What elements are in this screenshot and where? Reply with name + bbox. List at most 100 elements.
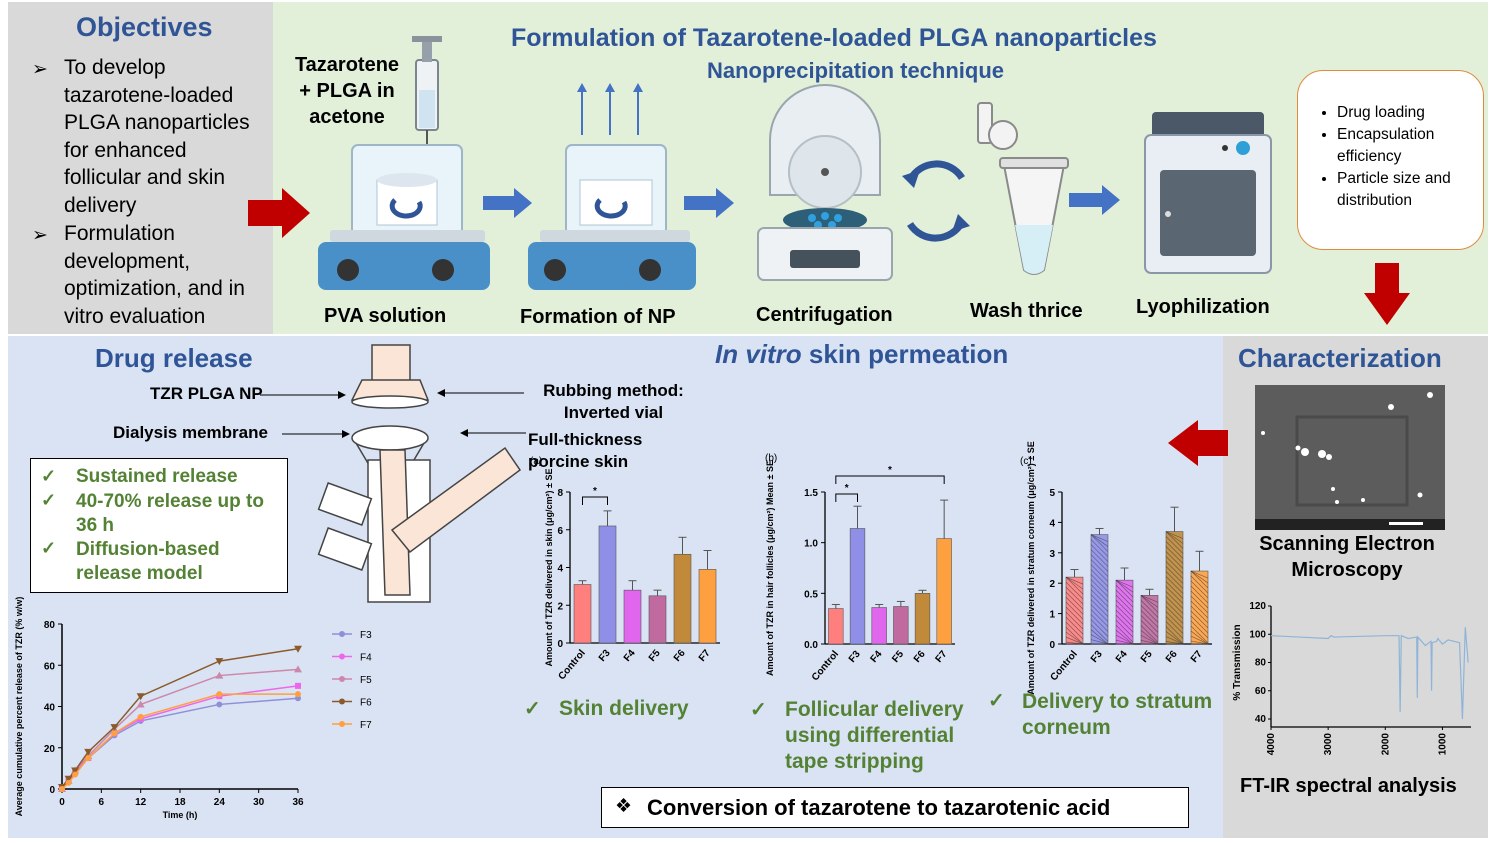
bar-hatch [1090, 619, 1109, 637]
bar-hatch [1090, 554, 1109, 572]
y-tick-label: 60 [1255, 686, 1267, 697]
x-tick-label: 2000 [1380, 733, 1391, 756]
centrifuge-icon [757, 84, 893, 281]
panel-label: (c) [1020, 456, 1032, 467]
bar-hatch [1190, 570, 1209, 584]
y-tick-label: 6 [557, 526, 563, 537]
red-arrow-icon [1364, 263, 1410, 325]
bar-hatch [1090, 534, 1109, 552]
x-tick-label: F5 [890, 649, 906, 665]
bar-hatch [1165, 566, 1184, 584]
y-axis-label: Amount of TZR in hair follicles (μg/cm²)… [765, 460, 775, 676]
x-tick-label: F7 [934, 649, 950, 665]
objectives-title: Objectives [76, 12, 213, 42]
data-point [295, 682, 301, 689]
bar-hatch [1165, 591, 1184, 609]
y-tick-label: 100 [1249, 629, 1266, 640]
conversion-text: Conversion of tazarotene to tazarotenic … [647, 795, 1111, 820]
y-tick-label: 80 [44, 620, 56, 631]
x-tick-label: 24 [214, 797, 226, 808]
bar-hatch [1090, 534, 1109, 547]
finding-item: Skin delivery [559, 697, 689, 720]
bar-hatch [1140, 595, 1159, 613]
finding-item: Delivery to stratum corneum [1022, 690, 1213, 739]
legend-label: F3 [360, 630, 372, 641]
y-tick-label: 20 [44, 744, 56, 755]
finding-item: Diffusion-based release model [76, 539, 220, 584]
bar-F5 [893, 606, 909, 645]
x-tick-label: Control [810, 649, 841, 683]
step-label-lyophilization: Lyophilization [1136, 296, 1270, 318]
bar-hatch [1115, 619, 1134, 638]
y-axis-label: Average cumulative percent release of TZ… [14, 597, 24, 817]
bar-hatch [1065, 601, 1084, 620]
bar-hatch [1065, 576, 1084, 585]
bar-hatch [1165, 541, 1184, 559]
bar-hatch [1090, 534, 1109, 542]
bar-hatch [1065, 621, 1084, 640]
sem-image [1255, 385, 1445, 530]
blue-arrow-icon [684, 188, 734, 218]
data-point [294, 665, 302, 673]
release-findings-box: ✓ Sustained release ✓ 40-70% release up … [30, 458, 288, 593]
bar-hatch [1090, 549, 1109, 567]
bar-hatch [1165, 551, 1184, 569]
objectives-panel [8, 2, 273, 334]
bar-hatch [1090, 589, 1109, 607]
bar-hatch [1065, 596, 1084, 615]
data-point [59, 786, 65, 792]
bar-F3 [849, 528, 866, 645]
bar-F7 [936, 538, 952, 645]
bar-hatch [1190, 620, 1209, 639]
y-tick-label: 1.0 [804, 539, 818, 550]
legend-marker [339, 653, 345, 660]
bar-hatch [1115, 609, 1134, 628]
bar-F4 [623, 589, 642, 644]
bar-hatch [1090, 584, 1109, 602]
bar-hatch [1165, 621, 1184, 639]
finding-item: Follicular delivery using differential t… [785, 698, 964, 773]
panel-label: (a) [530, 456, 542, 467]
check-icon: ✓ [750, 699, 767, 721]
y-axis-label: % Transmission [1232, 624, 1243, 700]
bar-hatch [1165, 641, 1184, 645]
bar-hatch [1115, 594, 1134, 613]
bar-hatch [1115, 579, 1134, 588]
y-tick-label: 5 [1049, 488, 1055, 499]
data-point [295, 691, 301, 698]
bar-hatch [1165, 556, 1184, 574]
bar-hatch [1190, 605, 1209, 624]
data-point [84, 748, 93, 756]
data-point [136, 700, 145, 708]
bar-hatch [1065, 636, 1084, 645]
bar-hatch [1190, 570, 1209, 579]
bar-F3 [598, 525, 617, 644]
x-tick-label: F6 [672, 648, 688, 664]
y-tick-label: 1 [1049, 610, 1055, 621]
check-icon: ✓ [524, 698, 541, 720]
x-tick-label: 30 [253, 797, 265, 808]
bar-F6 [1165, 531, 1184, 645]
bar-hatch [1165, 531, 1184, 544]
bar-hatch [1065, 611, 1084, 630]
bar-hatch [1140, 620, 1159, 638]
x-tick-label: F7 [1189, 649, 1205, 665]
microtube-icon [977, 102, 1069, 275]
data-point [71, 767, 80, 775]
bar-hatch [1115, 589, 1134, 608]
red-arrow-icon [248, 188, 310, 238]
bar-hatch [1090, 539, 1109, 557]
characterization-title: Characterization [1238, 343, 1442, 373]
data-point [137, 713, 144, 720]
bar-hatch [1165, 531, 1184, 539]
bar-hatch [1165, 631, 1184, 645]
bar-Control [828, 608, 844, 645]
drug-release-title: Drug release [95, 343, 253, 373]
bar-hatch [1090, 624, 1109, 642]
bar-hatch [1190, 625, 1209, 644]
x-tick-label: 0 [59, 797, 65, 808]
